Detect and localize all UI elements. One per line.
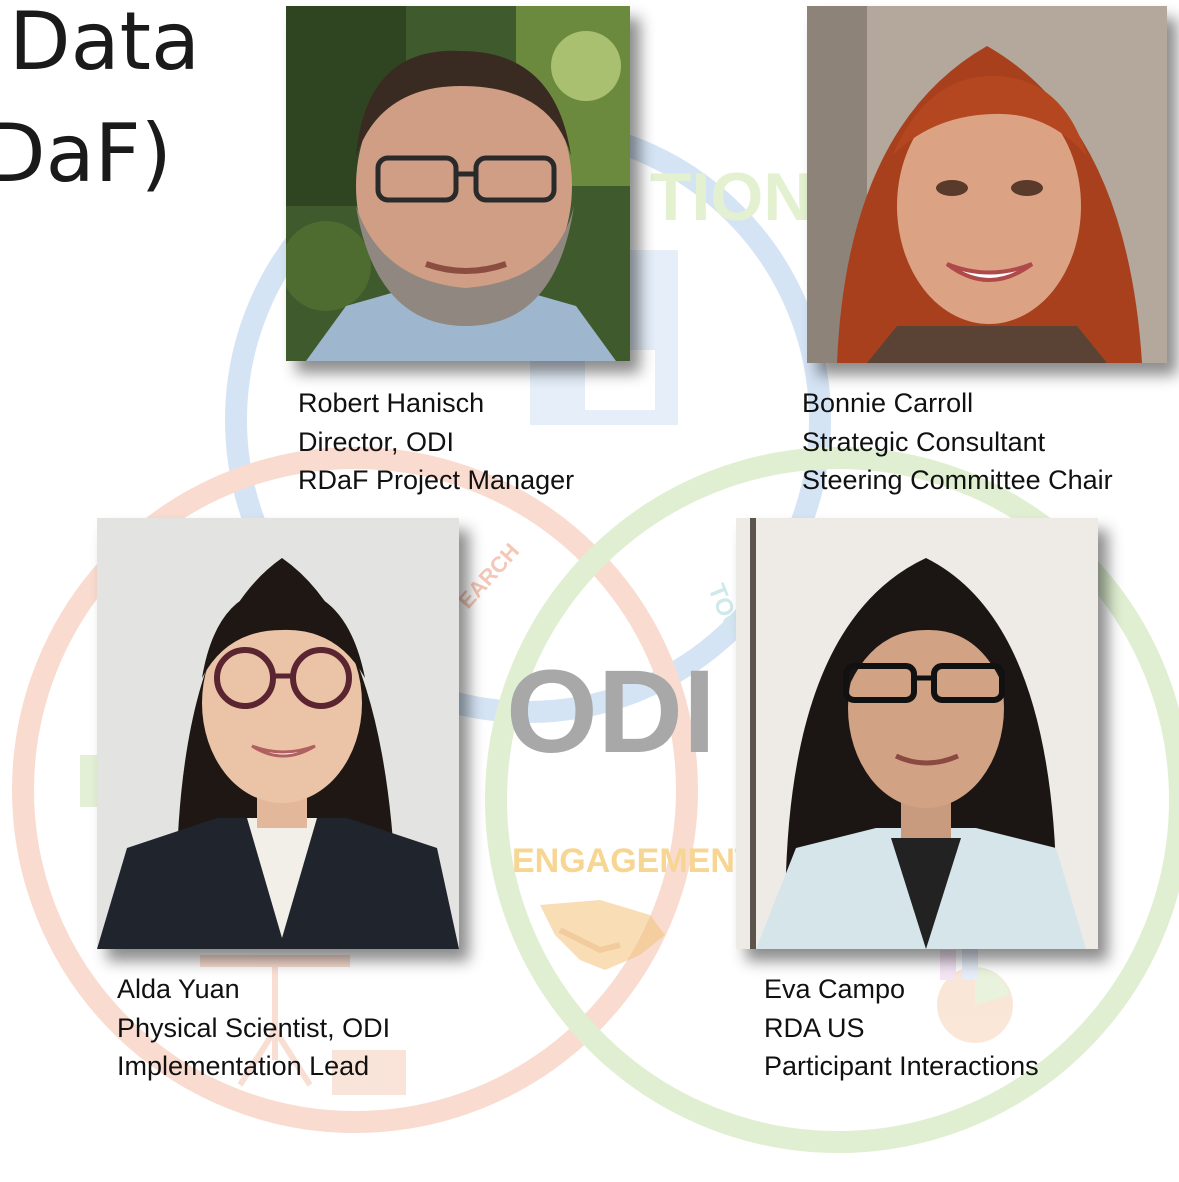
orange-ring [12, 447, 698, 1133]
caption-bonnie-carroll: Bonnie Carroll Strategic Consultant Stee… [802, 384, 1113, 500]
handshake-icon [540, 900, 665, 970]
presentation-icon [200, 955, 406, 1095]
person-role: Director, ODI [298, 426, 455, 457]
slide-title-line-1: Data [8, 0, 200, 88]
photo-alda-yuan [97, 518, 459, 949]
person-role: Strategic Consultant [802, 426, 1046, 457]
slide-title-line-2: DaF) [0, 107, 172, 200]
person-responsibility: Steering Committee Chair [802, 465, 1113, 495]
odi-logo-text: ODI [506, 646, 716, 778]
person-responsibility: RDaF Project Manager [298, 465, 575, 495]
photo-eva-campo [736, 518, 1098, 949]
chart-icon [937, 945, 1013, 1043]
bg-label-bottom: ENGAGEMENT [512, 842, 756, 880]
person-name: Alda Yuan [117, 974, 240, 1004]
photo-robert-hanisch [286, 6, 630, 361]
person-name: Bonnie Carroll [802, 388, 974, 418]
bg-label-left-diag: EARCH [453, 538, 524, 613]
person-role: Physical Scientist, ODI [117, 1012, 391, 1043]
person-name: Robert Hanisch [298, 388, 485, 418]
caption-eva-campo: Eva Campo RDA US Participant Interaction… [764, 970, 1039, 1086]
person-responsibility: Implementation Lead [117, 1051, 370, 1081]
person-responsibility: Participant Interactions [764, 1051, 1039, 1081]
photo-bonnie-carroll [807, 6, 1167, 363]
person-name: Eva Campo [764, 974, 906, 1004]
person-role: RDA US [764, 1012, 865, 1043]
green-ring [485, 447, 1179, 1153]
caption-robert-hanisch: Robert Hanisch Director, ODI RDaF Projec… [298, 384, 574, 500]
caption-alda-yuan: Alda Yuan Physical Scientist, ODI Implem… [117, 970, 390, 1086]
